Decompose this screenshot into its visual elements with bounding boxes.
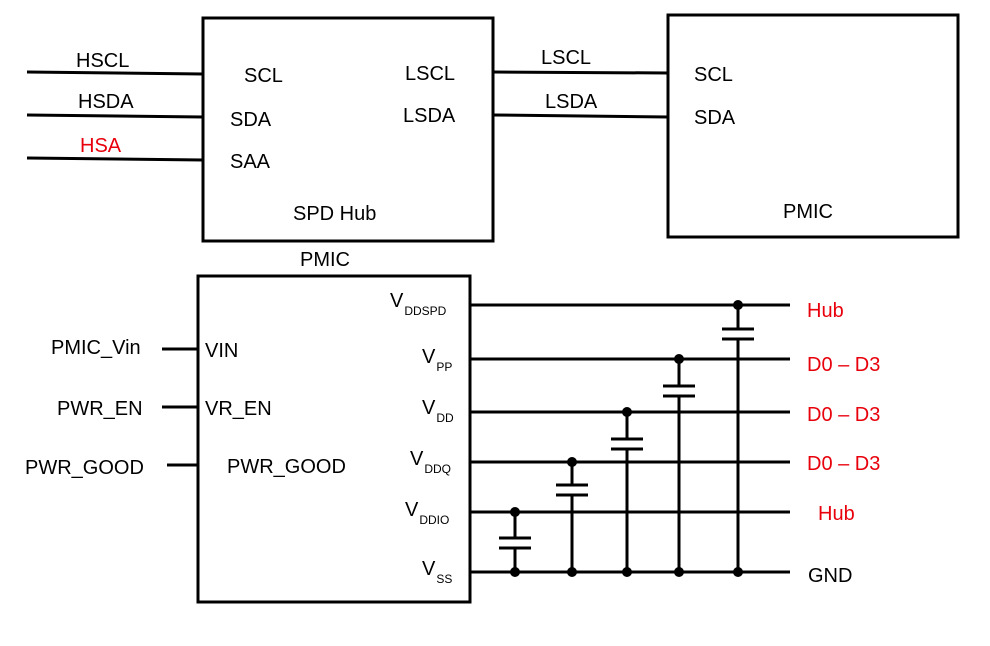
rail-vddspd-label: VDDSPD xyxy=(390,290,447,318)
hsa-label: HSA xyxy=(80,135,122,157)
spd-hub-pin-lsda: LSDA xyxy=(403,105,456,127)
spd-hub-title: SPD Hub xyxy=(293,203,376,225)
rail-vss-label: VSS xyxy=(422,558,452,586)
rail-vdd-dest: D0 – D3 xyxy=(807,404,880,426)
pmic-bottom-box xyxy=(196,274,472,604)
rail-vddio-label: VDDIO xyxy=(405,499,449,527)
rail-vddq-label: VDDQ xyxy=(410,448,451,476)
rail-vpp-dest: D0 – D3 xyxy=(807,354,880,376)
decoupling-cap-vddq xyxy=(556,457,588,577)
rail-vddq-dest: D0 – D3 xyxy=(807,453,880,475)
hsa-wire xyxy=(26,156,204,162)
hsda-label: HSDA xyxy=(78,91,134,113)
hsda-wire xyxy=(26,113,204,119)
rail-pin-labels: VDDSPD VPP VDD VDDQ VDDIO VSS xyxy=(390,290,454,586)
pmic-top-pin-scl: SCL xyxy=(694,64,733,86)
spd-hub-block: SCL SDA SAA LSCL LSDA SPD Hub xyxy=(201,16,495,243)
spd-hub-pin-scl: SCL xyxy=(244,65,283,87)
local-bus-wires: LSCL LSDA xyxy=(492,47,669,119)
rail-destinations: Hub D0 – D3 D0 – D3 D0 – D3 Hub GND xyxy=(807,300,880,587)
pmic-pin-pwr-good: PWR_GOOD xyxy=(227,456,346,478)
hscl-wire xyxy=(26,70,204,76)
pmic-top-block: SCL SDA PMIC xyxy=(666,13,960,239)
spd-hub-pin-lscl: LSCL xyxy=(405,63,455,85)
spd-hub-pin-sda: SDA xyxy=(230,109,272,131)
pmic-vin-ext-label: PMIC_Vin xyxy=(51,337,141,359)
decoupling-cap-vdd xyxy=(611,407,643,577)
rail-vddspd-dest: Hub xyxy=(807,300,844,322)
rail-vddio-dest: Hub xyxy=(818,503,855,525)
decoupling-cap-vpp xyxy=(663,354,695,577)
pmic-top-title: PMIC xyxy=(783,201,833,223)
rail-vdd-label: VDD xyxy=(422,397,454,425)
pmic-top-box xyxy=(666,13,960,239)
decoupling-cap-vddio xyxy=(499,507,531,577)
hscl-label: HSCL xyxy=(76,50,129,72)
decoupling-cap-vddspd xyxy=(722,300,754,577)
pwr-good-ext-label: PWR_GOOD xyxy=(25,457,144,479)
lscl-bus-label: LSCL xyxy=(541,47,591,69)
host-signal-wires: HSCL HSDA HSA xyxy=(26,50,204,162)
pmic-pin-vr-en: VR_EN xyxy=(205,398,272,420)
pmic-top-pin-sda: SDA xyxy=(694,107,736,129)
rail-vpp-label: VPP xyxy=(422,346,452,374)
lscl-wire xyxy=(492,70,669,75)
pwr-en-ext-label: PWR_EN xyxy=(57,398,143,420)
pmic-pin-vin: VIN xyxy=(205,340,238,362)
rail-vss-dest: GND xyxy=(808,565,852,587)
lsda-wire xyxy=(492,113,669,119)
pmic-inputs: PMIC_Vin PWR_EN PWR_GOOD VIN VR_EN PWR_G… xyxy=(25,337,346,479)
pmic-bottom-title: PMIC xyxy=(300,249,350,271)
spd-hub-pin-saa: SAA xyxy=(230,151,271,173)
lsda-bus-label: LSDA xyxy=(545,91,598,113)
spd-hub-box xyxy=(201,16,495,243)
